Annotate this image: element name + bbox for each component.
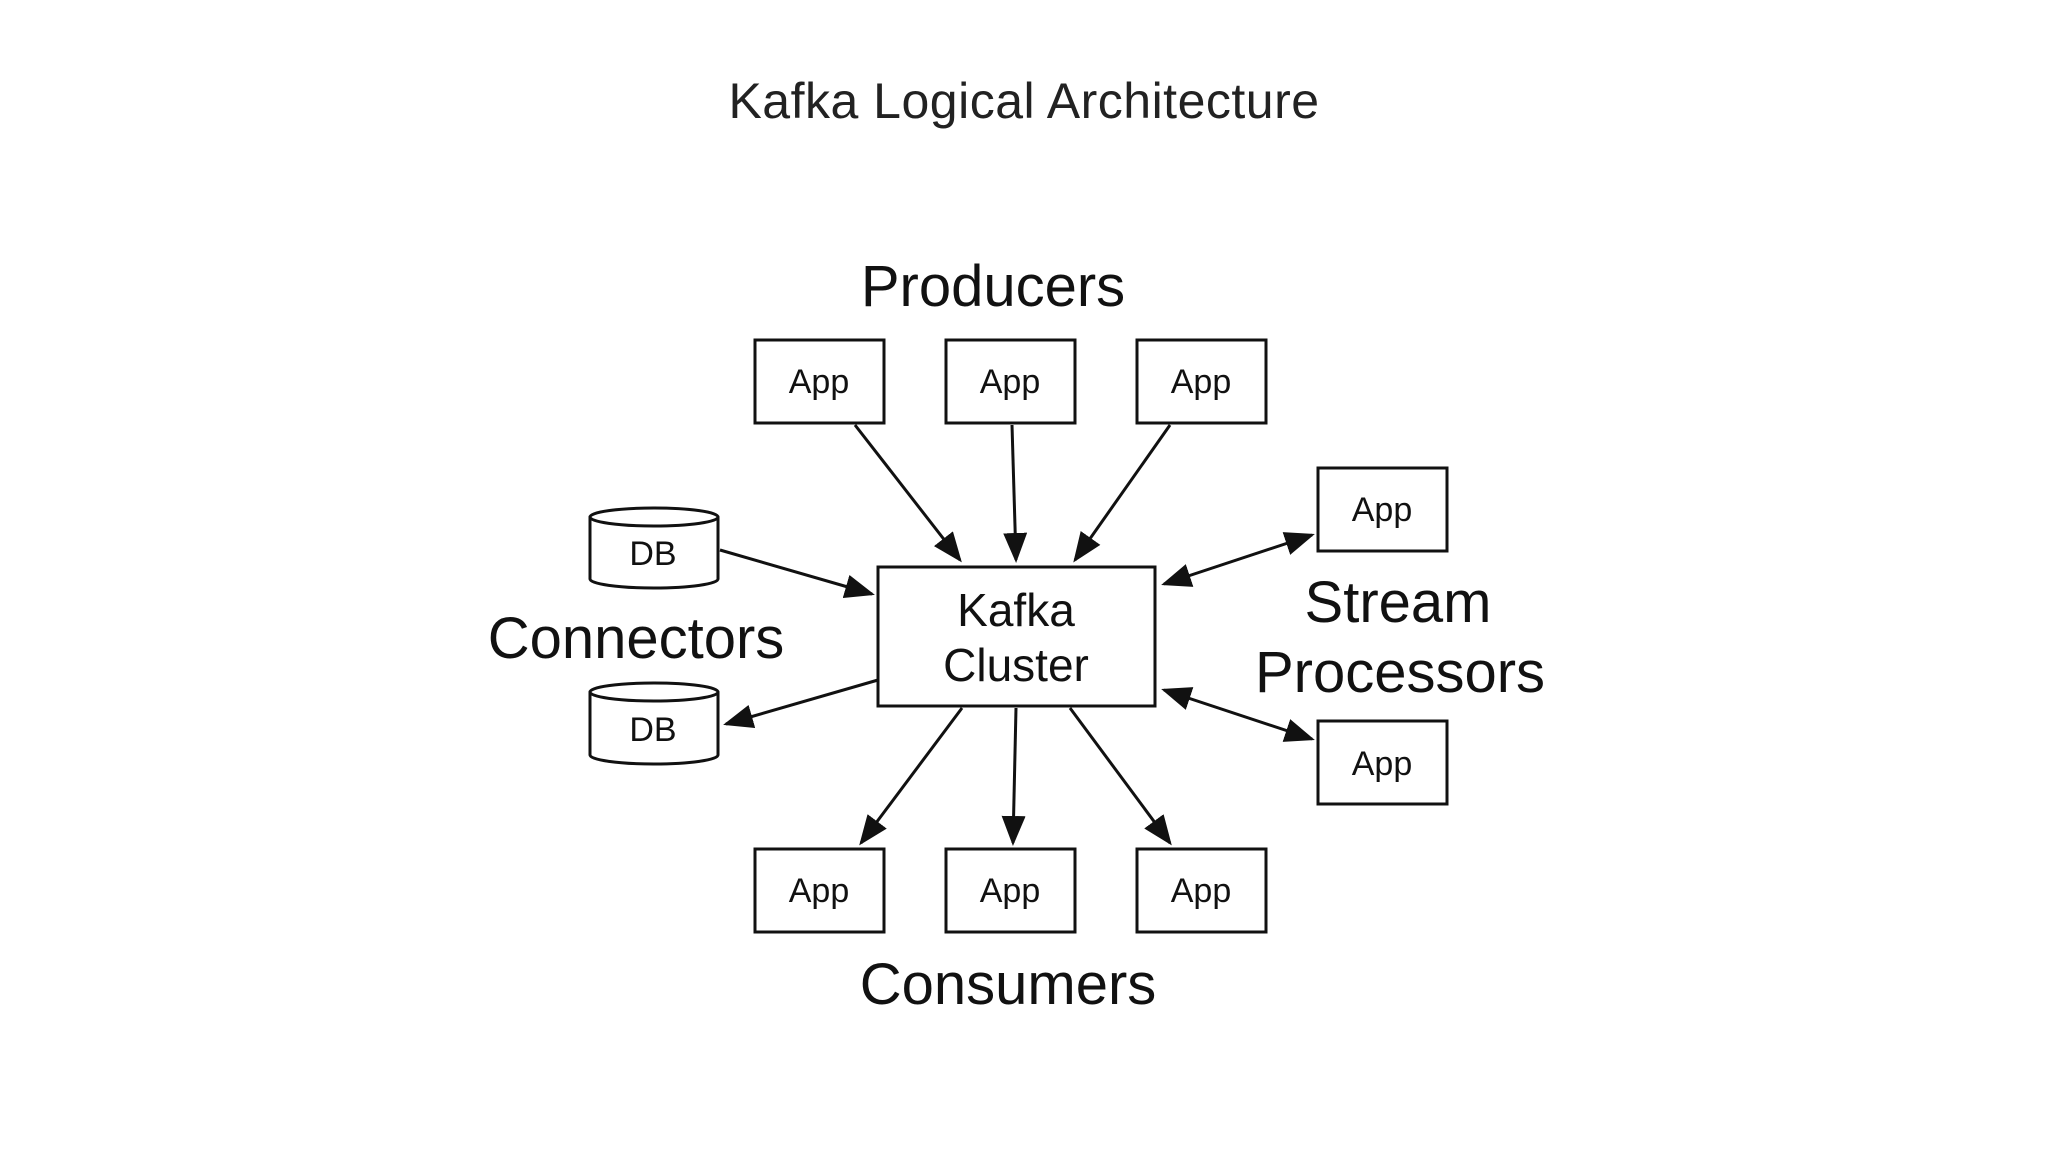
producer-app-2-label: App [980,363,1041,401]
stream-processor-app-2: App [1316,719,1449,806]
stream-processors-label-line1: Stream [1305,570,1492,635]
edge-cluster-to-consumer-3 [1068,707,1172,846]
consumer-app-3: App [1135,847,1268,934]
slide-title: Kafka Logical Architecture [728,73,1320,129]
kafka-cluster-label-line1: Kafka [957,584,1075,636]
connector-db-2-label: DB [629,711,676,749]
producer-app-1: App [753,338,886,425]
producer-app-3-label: App [1171,363,1232,401]
connector-db-1-label: DB [629,535,676,573]
producer-app-1-label: App [789,363,850,401]
stream-processor-app-1: App [1316,466,1449,553]
consumer-app-1: App [753,847,886,934]
edge-db-1-to-cluster [719,548,875,599]
producer-app-2: App [944,338,1077,425]
consumers-label: Consumers [860,952,1157,1017]
edge-cluster-to-consumer-1 [859,707,964,846]
stream-processors-label-line2: Processors [1255,640,1545,705]
edge-producer-2-to-cluster [1003,424,1028,563]
stream-processor-app-1-label: App [1352,491,1413,529]
edge-producer-3-to-cluster [1073,424,1172,563]
edge-stream-processor-2-cluster [1161,687,1315,742]
edge-producer-1-to-cluster [853,424,962,563]
producers-label: Producers [861,254,1125,319]
kafka-cluster-node: Kafka Cluster [876,565,1157,708]
connector-db-1: DB [588,506,720,590]
edge-stream-processor-1-cluster [1161,532,1315,587]
edge-cluster-to-consumer-2 [1001,707,1026,846]
consumer-app-2-label: App [980,872,1041,910]
kafka-cluster-label-line2: Cluster [943,639,1089,691]
producer-app-3: App [1135,338,1268,425]
consumer-app-2: App [944,847,1077,934]
edge-cluster-to-db-2 [723,678,879,729]
connector-db-2: DB [588,681,720,766]
consumer-app-1-label: App [789,872,850,910]
connectors-label: Connectors [488,606,785,671]
stream-processor-app-2-label: App [1352,745,1413,783]
consumer-app-3-label: App [1171,872,1232,910]
